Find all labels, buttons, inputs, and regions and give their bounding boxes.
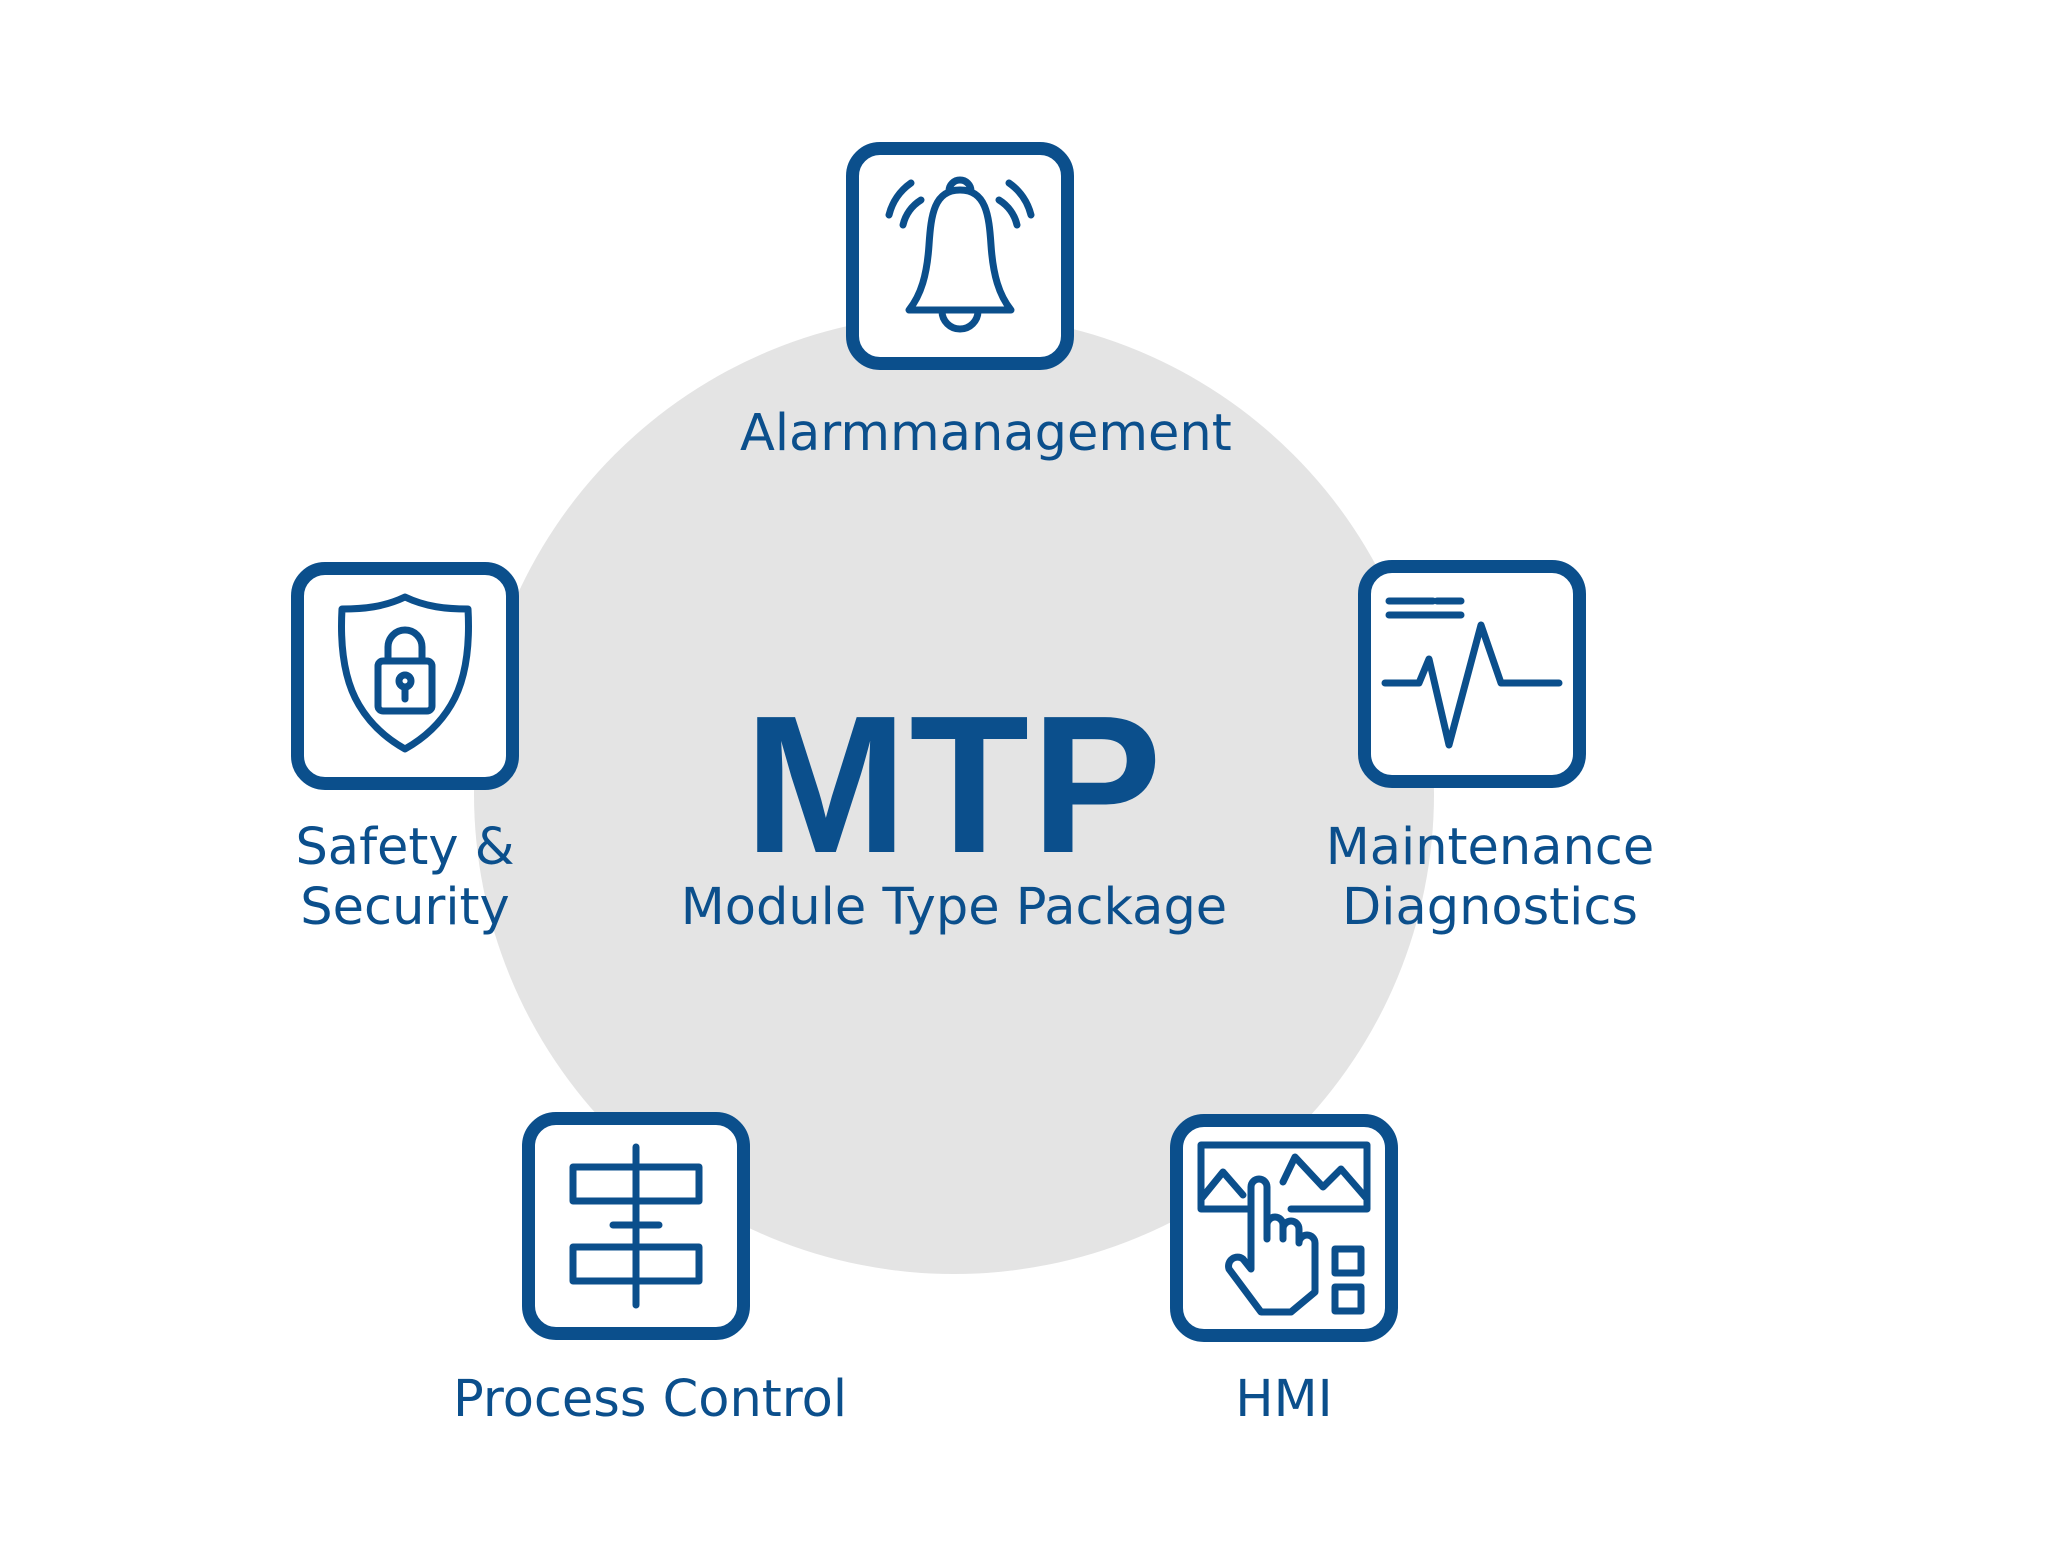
shield-lock-icon [338, 593, 472, 753]
process-tile [522, 1112, 750, 1340]
maintenance-tile [1358, 560, 1586, 788]
alarm-tile [846, 142, 1074, 370]
center-title: MTP [744, 675, 1164, 894]
node-label-hmi: HMI [1235, 1370, 1333, 1429]
node-label-alarmmanagement: Alarmmanagement [740, 404, 1232, 463]
hmi-tile [1170, 1114, 1398, 1342]
bell-alarm-icon [885, 176, 1035, 333]
center-subtitle: Module Type Package [680, 878, 1228, 937]
node-label-safety-security: Safety & Security [295, 818, 515, 937]
touch-screen-icon [1197, 1141, 1371, 1316]
process-blocks-icon [569, 1143, 703, 1309]
monitor-waveform-icon [1381, 597, 1563, 749]
node-label-process-control: Process Control [452, 1370, 848, 1429]
node-label-maintenance-diagnostics: Maintenance Diagnostics [1325, 818, 1655, 937]
safety-tile [291, 562, 519, 790]
